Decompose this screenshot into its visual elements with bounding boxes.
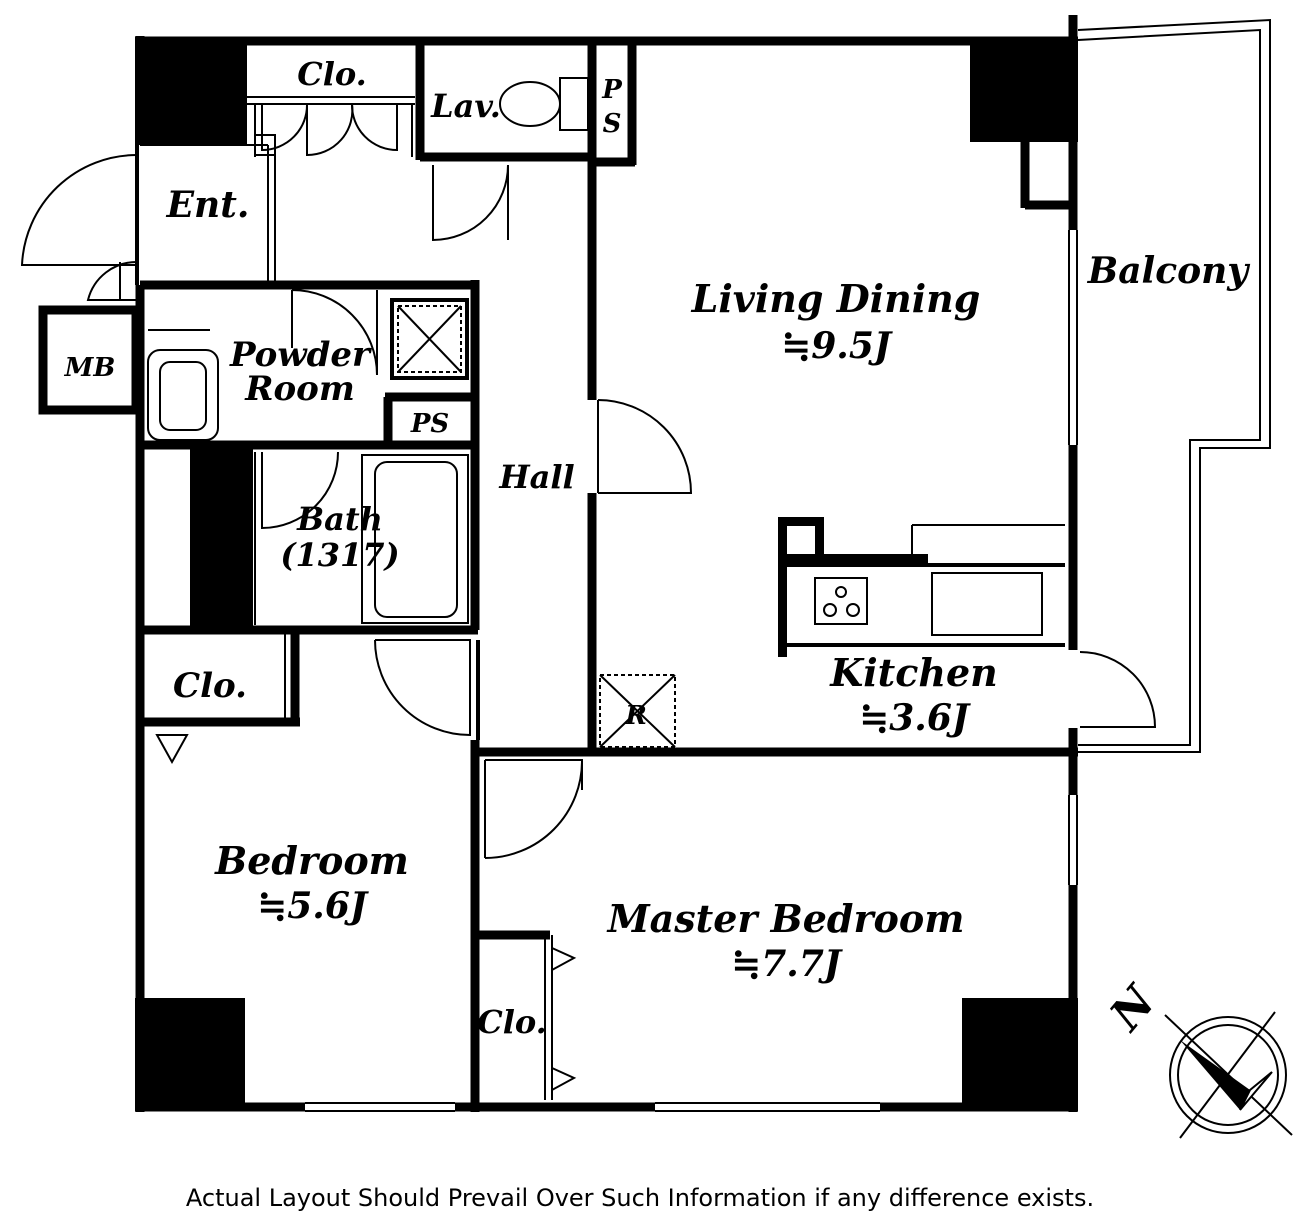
ps-mid-label: PS xyxy=(410,409,449,439)
bedroom-size: ≒5.6J xyxy=(257,885,369,927)
kitchen-size: ≒3.6J xyxy=(859,697,971,739)
top-closet xyxy=(247,96,415,157)
bath-size-label: (1317) xyxy=(280,536,399,574)
ps-top-s-label: S xyxy=(603,109,622,139)
refrigerator-label: R xyxy=(624,701,647,731)
master-closet xyxy=(544,935,577,1100)
balcony-door xyxy=(1079,651,1157,728)
entrance-label: Ent. xyxy=(166,184,250,226)
powder-room-label-2: Room xyxy=(244,369,355,409)
balcony-label: Balcony xyxy=(1087,250,1251,292)
windows xyxy=(305,230,1078,1112)
hall-label: Hall xyxy=(498,458,574,496)
powder-room-label-1: Powder xyxy=(229,335,372,375)
lavatory-label: Lav. xyxy=(430,87,501,125)
interior-walls xyxy=(140,41,1078,1112)
floor-plan: Clo. Lav. P S Ent. MB Powder Room PS Bat… xyxy=(20,15,1293,1139)
living-dining-label: Living Dining xyxy=(691,276,981,321)
refrigerator-space xyxy=(599,674,676,748)
kitchen-label: Kitchen xyxy=(829,650,998,695)
master-bedroom-size: ≒7.7J xyxy=(731,943,843,985)
closet-master-label: Clo. xyxy=(477,1003,547,1041)
ps-top-p-label: P xyxy=(601,75,623,105)
closet-top-label: Clo. xyxy=(297,55,367,93)
bath-label: Bath xyxy=(296,500,383,538)
disclaimer-text: Actual Layout Should Prevail Over Such I… xyxy=(185,1184,1095,1212)
ld-door xyxy=(597,399,693,494)
compass-north-label: N xyxy=(1099,975,1166,1041)
bedroom-closet xyxy=(155,630,480,765)
closet-bedroom-label: Clo. xyxy=(173,666,247,706)
lavatory-fixtures xyxy=(432,77,589,242)
meter-box-label: MB xyxy=(64,353,116,383)
entrance-area xyxy=(20,140,276,415)
powder-room-fixtures xyxy=(147,289,469,441)
bedroom-label: Bedroom xyxy=(214,838,409,883)
living-dining-size: ≒9.5J xyxy=(781,325,893,367)
master-bedroom-label: Master Bedroom xyxy=(606,896,965,941)
balcony-outline xyxy=(1077,18,1271,753)
bath-fixtures xyxy=(254,451,469,625)
master-bedroom-door xyxy=(484,759,584,859)
compass-icon: N xyxy=(1099,975,1293,1139)
kitchen-counter xyxy=(778,517,1065,657)
columns xyxy=(135,37,1078,1110)
